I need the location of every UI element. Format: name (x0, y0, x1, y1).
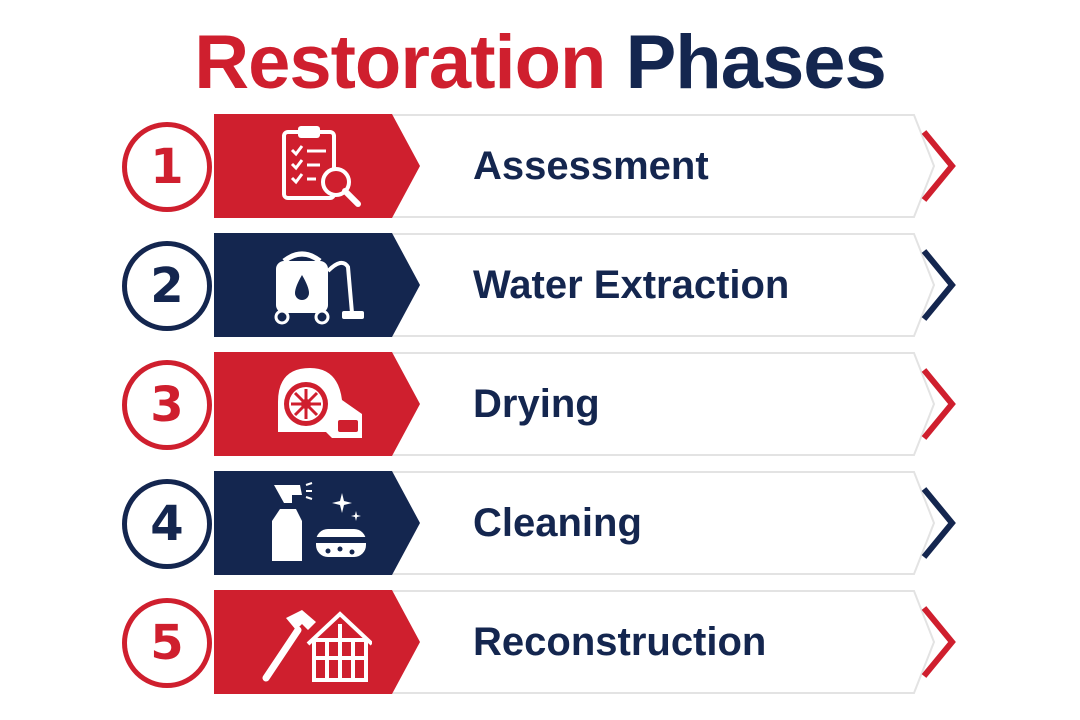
phase-number-badge: 3 (122, 360, 212, 450)
title-word-restoration: Restoration (194, 20, 606, 105)
phase-label: Reconstruction (473, 620, 767, 664)
phase-row-reconstruction[interactable]: 5 Reconstruction (0, 590, 1080, 694)
clipboard-magnifier-icon (282, 126, 361, 207)
title-word-phases: Phases (625, 20, 887, 105)
phase-number-badge: 5 (122, 598, 212, 688)
phase-label: Drying (473, 382, 600, 426)
phase-row-cleaning[interactable]: 4 Cleaning (0, 471, 1080, 575)
chevron-right-icon[interactable] (918, 366, 958, 442)
wet-vacuum-icon (274, 251, 364, 325)
phase-row-assessment[interactable]: 1 Assessment (0, 114, 1080, 218)
phase-label: Assessment (473, 144, 709, 188)
phase-label: Water Extraction (473, 263, 790, 307)
spray-bottle-sponge-icon (272, 482, 366, 561)
phase-label: Cleaning (473, 501, 642, 545)
phase-row-drying[interactable]: 3 Drying (0, 352, 1080, 456)
phase-chevron (214, 471, 420, 575)
phase-row-water-extraction[interactable]: 2 Water Extraction (0, 233, 1080, 337)
air-mover-fan-icon (278, 368, 362, 438)
chevron-right-icon[interactable] (918, 485, 958, 561)
phase-label-band (380, 471, 936, 575)
chevron-right-icon[interactable] (918, 247, 958, 323)
phase-label-band (380, 352, 936, 456)
chevron-right-icon[interactable] (918, 128, 958, 204)
page-title: Restoration Phases (0, 18, 1080, 108)
phase-number-badge: 1 (122, 122, 212, 212)
chevron-right-icon[interactable] (918, 604, 958, 680)
phase-number-badge: 4 (122, 479, 212, 569)
hammer-house-frame-icon (262, 610, 372, 682)
phase-number-badge: 2 (122, 241, 212, 331)
